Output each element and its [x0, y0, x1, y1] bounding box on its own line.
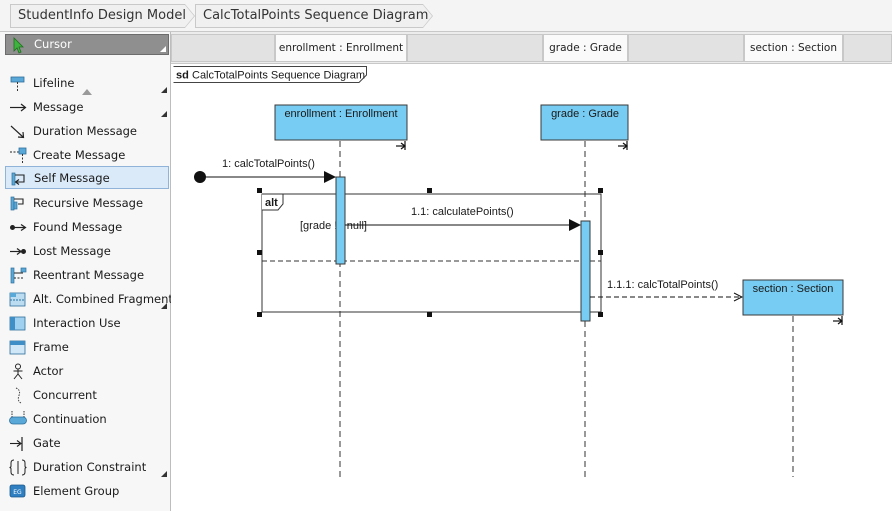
- found-message-icon: [10, 224, 27, 231]
- palette-item-cursor[interactable]: Cursor: [5, 34, 169, 55]
- palette-item-concurrent[interactable]: Concurrent: [5, 384, 169, 407]
- breadcrumb: StudentInfo Design Model CalcTotalPoints…: [0, 0, 892, 32]
- palette-item-interaction-use[interactable]: Interaction Use: [5, 312, 169, 335]
- message-1-1-1[interactable]: 1.1.1: calcTotalPoints(): [590, 279, 742, 297]
- palette-item-duration-constraint[interactable]: Duration Constraint: [5, 456, 169, 479]
- message-1-1[interactable]: 1.1: calculatePoints(): [345, 206, 581, 231]
- expand-arrow-icon[interactable]: [618, 141, 628, 150]
- message-arrow-icon: [10, 103, 27, 112]
- breadcrumb-label: StudentInfo Design Model: [18, 8, 186, 23]
- lifeline-grade[interactable]: grade : Grade: [540, 104, 629, 150]
- gate-icon: [10, 437, 23, 451]
- palette-item-continuation[interactable]: Continuation: [5, 408, 169, 431]
- continuation-icon: [9, 411, 27, 425]
- cursor-arrow-icon: [13, 37, 24, 54]
- sequence-diagram: sd CalcTotalPoints Sequence Diagram enro…: [173, 66, 844, 477]
- create-message-icon: [10, 147, 27, 163]
- header-lifeline-section[interactable]: section : Section: [744, 34, 843, 62]
- palette-item-frame[interactable]: Frame: [5, 336, 169, 359]
- actor-icon: [13, 363, 23, 380]
- message-label: 1.1: calculatePoints(): [411, 206, 514, 218]
- palette-item-lost-message[interactable]: Lost Message: [5, 240, 169, 263]
- combined-fragment-icon: [9, 292, 26, 307]
- guard-condition: [grade != null]: [300, 220, 367, 232]
- palette-item-gate[interactable]: Gate: [5, 432, 169, 455]
- palette-item-recursive-message[interactable]: Recursive Message: [5, 192, 169, 215]
- lifeline-section[interactable]: section : Section: [742, 279, 844, 325]
- lifeline-icon: [10, 76, 25, 91]
- message-label: 1: calcTotalPoints(): [222, 158, 315, 170]
- lifeline-enrollment[interactable]: enrollment : Enrollment: [274, 104, 408, 150]
- breadcrumb-label: CalcTotalPoints Sequence Diagram: [203, 8, 429, 23]
- self-message-icon: [11, 172, 25, 186]
- message-1[interactable]: 1: calcTotalPoints(): [194, 158, 336, 183]
- selection-handles[interactable]: [257, 188, 603, 317]
- frame-title: CalcTotalPoints Sequence Diagram: [192, 70, 365, 82]
- header-lifeline-enrollment[interactable]: enrollment : Enrollment: [275, 34, 407, 62]
- lifeline-header-bar: enrollment : Enrollment grade : Grade se…: [171, 32, 892, 64]
- interaction-use-icon: [9, 316, 26, 331]
- frame-icon: [9, 340, 26, 355]
- palette-item-self-message[interactable]: Self Message: [5, 166, 169, 189]
- reentrant-message-icon: [10, 267, 27, 284]
- lifeline-label: enrollment : Enrollment: [284, 108, 397, 120]
- duration-constraint-icon: [9, 459, 27, 476]
- expand-arrow-icon[interactable]: [833, 316, 843, 325]
- message-label: 1.1.1: calcTotalPoints(): [607, 279, 718, 291]
- palette-item-message[interactable]: Message: [5, 96, 169, 119]
- fragment-operator: alt: [265, 197, 278, 209]
- diagram-palette: Cursor Lifeline Message Durat: [0, 32, 173, 511]
- alt-combined-fragment[interactable]: alt [grade != null]: [257, 188, 603, 317]
- scroll-up-arrow-icon[interactable]: [82, 89, 92, 95]
- element-group-icon: EG: [9, 484, 26, 498]
- lifeline-label: section : Section: [753, 283, 834, 295]
- lost-message-icon: [10, 248, 26, 255]
- activation-enrollment[interactable]: [335, 176, 346, 265]
- palette-item-duration-message[interactable]: Duration Message: [5, 120, 169, 143]
- palette-item-found-message[interactable]: Found Message: [5, 216, 169, 239]
- recursive-message-icon: [10, 196, 24, 211]
- concurrent-icon: [15, 387, 22, 404]
- frame-label[interactable]: sd CalcTotalPoints Sequence Diagram: [173, 66, 367, 83]
- palette-item-lifeline[interactable]: Lifeline: [5, 72, 169, 95]
- palette-item-alt-combined-fragment[interactable]: Alt. Combined Fragment: [5, 288, 173, 311]
- lifeline-label: grade : Grade: [551, 108, 619, 120]
- palette-item-create-message[interactable]: Create Message: [5, 144, 169, 167]
- header-lifeline-grade[interactable]: grade : Grade: [543, 34, 628, 62]
- palette-item-actor[interactable]: Actor: [5, 360, 169, 383]
- palette-item-element-group[interactable]: EG Element Group: [5, 480, 169, 503]
- activation-grade[interactable]: [580, 220, 591, 322]
- palette-item-reentrant-message[interactable]: Reentrant Message: [5, 264, 169, 287]
- svg-text:EG: EG: [13, 489, 22, 496]
- duration-message-icon: [10, 125, 25, 139]
- expand-arrow-icon[interactable]: [396, 141, 406, 150]
- diagram-canvas[interactable]: sd CalcTotalPoints Sequence Diagram enro…: [171, 64, 892, 511]
- frame-keyword: sd: [176, 70, 189, 82]
